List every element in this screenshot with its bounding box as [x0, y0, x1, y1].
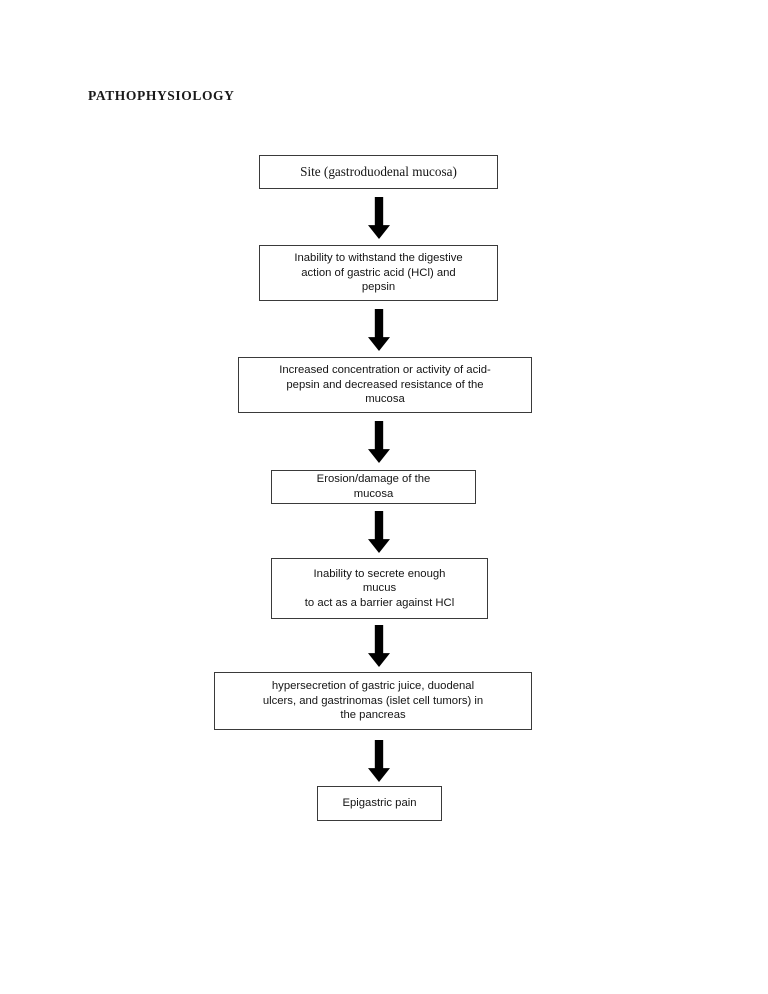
node-erosion-damage: Erosion/damage of the mucosa: [271, 470, 476, 504]
node-hypersecretion: hypersecretion of gastric juice, duodena…: [214, 672, 532, 730]
down-arrow-icon: [368, 309, 390, 351]
down-arrow-icon: [368, 421, 390, 463]
node-increased-concentration: Increased concentration or activity of a…: [238, 357, 532, 413]
down-arrow-icon: [368, 625, 390, 667]
node-inability-secrete: Inability to secrete enough mucus to act…: [271, 558, 488, 619]
node-inability-withstand: Inability to withstand the digestive act…: [259, 245, 498, 301]
page-title: PATHOPHYSIOLOGY: [88, 88, 235, 103]
down-arrow-icon: [368, 740, 390, 782]
node-site: Site (gastroduodenal mucosa): [259, 155, 498, 189]
down-arrow-icon: [368, 511, 390, 553]
node-epigastric-pain: Epigastric pain: [317, 786, 442, 821]
down-arrow-icon: [368, 197, 390, 239]
